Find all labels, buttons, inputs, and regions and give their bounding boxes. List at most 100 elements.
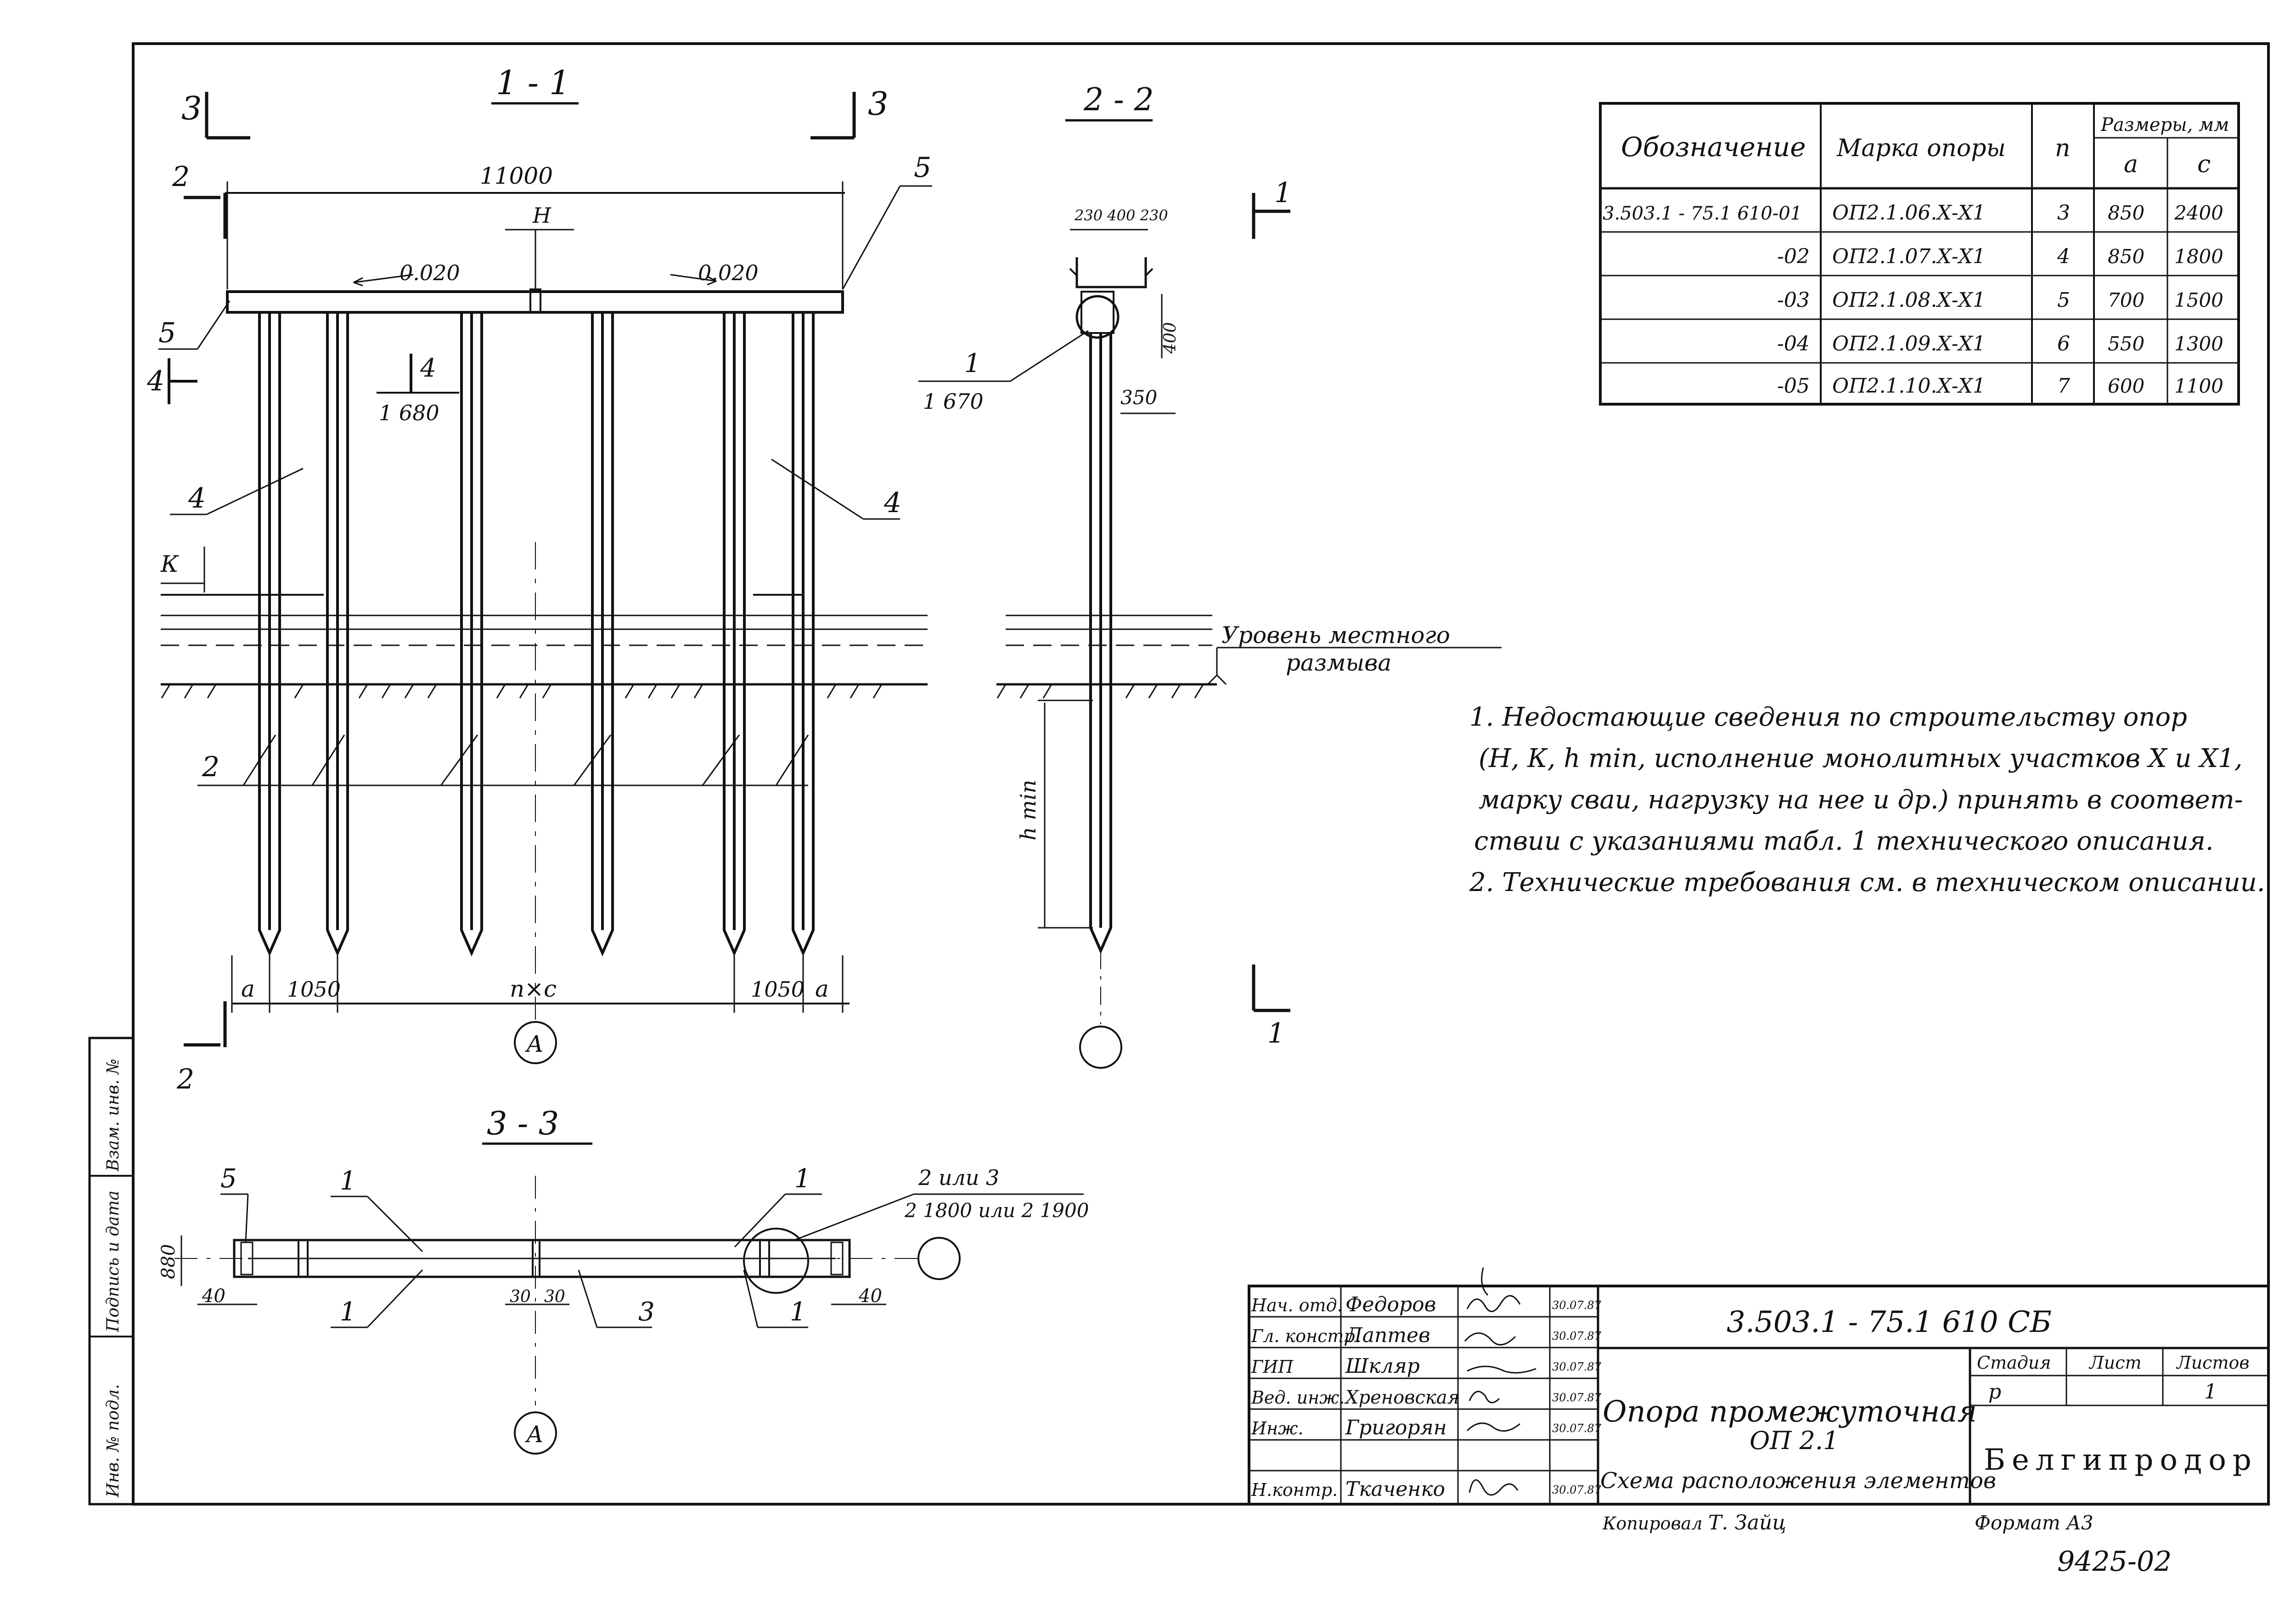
axis-a-marker <box>514 1021 557 1064</box>
callout-5-left: 5 <box>158 317 176 349</box>
section-2-2: 2 - 2 1 1 230 400 230 400 1 1 670 350 <box>918 82 1502 1069</box>
tb-name-5: Григорян <box>1345 1416 1447 1439</box>
callout-2: 2 <box>202 751 219 783</box>
dim-30-right: 30 <box>544 1287 565 1306</box>
tb-stage: р <box>1988 1380 2001 1404</box>
dim-400: 400 <box>1161 322 1180 354</box>
axis-a-label: А <box>525 1031 544 1057</box>
cut-2-top: 2 <box>172 161 190 193</box>
tb-role-1: Нач. отд. <box>1251 1295 1343 1315</box>
detail-1-num: 1 <box>964 349 981 378</box>
row-3-designation: -03 <box>1777 288 1810 312</box>
piles <box>258 312 815 957</box>
callout-4-left: 4 <box>188 482 206 514</box>
tb-date-7: 30.07.87 <box>1552 1484 1602 1496</box>
tb-stage-header: Стадия <box>1977 1353 2051 1373</box>
row-4-c: 1300 <box>2174 333 2223 355</box>
row-5-mark: ОП2.1.10.Х-Х1 <box>1832 374 1986 398</box>
tb-name-1: Федоров <box>1345 1293 1436 1316</box>
erosion-level-line2: размыва <box>1286 649 1391 676</box>
dim-30-left: 30 <box>510 1287 531 1306</box>
row-1-designation: 3.503.1 - 75.1 610-01 <box>1603 203 1802 224</box>
tb-date-5: 30.07.87 <box>1552 1422 1602 1435</box>
tb-name-4: Хреновская <box>1344 1387 1459 1408</box>
section-2-2-title: 2 - 2 <box>1083 82 1154 118</box>
row-1-c: 2400 <box>2174 202 2223 224</box>
tb-name-2: Лаптев <box>1345 1324 1430 1347</box>
dim-40-left: 40 <box>202 1286 225 1307</box>
tb-copied-label: Копировал <box>1602 1513 1702 1534</box>
row-2-c: 1800 <box>2174 245 2223 268</box>
side-stamp-replace: Взам. инв. № <box>104 1059 123 1172</box>
callout-1-top-right: 1 <box>794 1164 811 1194</box>
tb-role-5: Инж. <box>1251 1418 1303 1438</box>
tb-copied-name: Т. Зайц <box>1708 1511 1786 1534</box>
row-3-c: 1500 <box>2174 289 2223 311</box>
tb-role-4: Вед. инж. <box>1251 1388 1345 1408</box>
axis-marker-33 <box>917 1237 961 1280</box>
tb-role-7: Н.контр. <box>1251 1480 1338 1500</box>
tb-code: 3.503.1 - 75.1 610 СБ <box>1727 1305 2052 1339</box>
overall-span: 11000 <box>480 163 553 189</box>
note-2-or-3: 2 или 3 <box>918 1165 999 1190</box>
signature-scribbles <box>1464 1267 1536 1496</box>
row-4-n: 6 <box>2057 332 2070 355</box>
section-3-3: 3 - 3 А 880 40 40 30 30 5 1 1 3 <box>158 1105 1089 1455</box>
tb-company: Белгипродор <box>1984 1443 2258 1477</box>
row-2-designation: -02 <box>1777 245 1810 268</box>
row-1-a: 850 <box>2108 202 2144 224</box>
dim-nc: n×c <box>510 976 557 1002</box>
axis-marker-22 <box>1079 1026 1122 1069</box>
cut-1-bottom: 1 <box>1267 1017 1285 1049</box>
note-2-1800: 2 1800 или 2 1900 <box>904 1199 1089 1222</box>
axis-a-marker-33 <box>514 1411 557 1455</box>
cap-beam <box>226 290 844 314</box>
cut-1-top: 1 <box>1274 177 1292 209</box>
note-line-5: 2. Технические требования см. в техничес… <box>1469 868 2265 897</box>
erosion-level-line1: Уровень местного <box>1221 622 1450 649</box>
k-mark: К <box>160 551 179 577</box>
notes: 1. Недостающие сведения по строительству… <box>1469 702 2265 897</box>
callout-3: 3 <box>638 1297 655 1327</box>
cut-2-bottom: 2 <box>176 1063 194 1095</box>
tb-role-3: ГИП <box>1251 1357 1294 1377</box>
th-n: n <box>2055 135 2071 162</box>
section-1-1-title: 1 - 1 <box>496 63 570 102</box>
tb-format: Формат А3 <box>1975 1512 2093 1534</box>
slope-right: 0.020 <box>698 260 759 285</box>
spec-table: Обозначение Марка опоры n Размеры, мм а … <box>1599 102 2240 406</box>
dim-a-right: а <box>815 976 829 1002</box>
note-line-3: марку сваи, нагрузку на нее и др.) приня… <box>1479 785 2243 815</box>
title-block: Нач. отд. Федоров 30.07.87 Гл. констр. Л… <box>1248 1267 2270 1578</box>
dim-1050-right: 1050 <box>751 977 805 1002</box>
dim-40-right: 40 <box>858 1286 882 1307</box>
hmin-label: h min <box>1016 780 1041 840</box>
th-designation: Обозначение <box>1621 131 1806 163</box>
section-1-1: 1 - 1 3 3 2 2 4 4 1 680 11000 Н 0.020 0.… <box>146 63 932 1095</box>
tb-title-line3: Схема расположения элементов <box>1600 1468 1996 1494</box>
tb-sheets: 1 <box>2204 1380 2217 1404</box>
cut-3-right: 3 <box>868 85 889 123</box>
callout-5-right: 5 <box>914 152 931 184</box>
tb-doc-number: 9425-02 <box>2057 1546 2172 1578</box>
th-c: с <box>2197 151 2211 178</box>
dim-350: 350 <box>1120 386 1157 409</box>
row-5-n: 7 <box>2057 374 2070 398</box>
dims-top: 230 400 230 <box>1074 207 1168 224</box>
callout-1-bottom-right: 1 <box>790 1297 806 1327</box>
row-1-n: 3 <box>2057 201 2070 225</box>
tb-role-2: Гл. констр. <box>1251 1326 1361 1346</box>
side-stamp-frame <box>88 1037 135 1506</box>
tb-name-3: Шкляр <box>1345 1354 1420 1378</box>
tb-date-3: 30.07.87 <box>1552 1360 1602 1373</box>
row-1-mark: ОП2.1.06.Х-Х1 <box>1832 201 1986 225</box>
tb-date-4: 30.07.87 <box>1552 1391 1602 1404</box>
callout-5-33: 5 <box>220 1164 237 1194</box>
row-2-mark: ОП2.1.07.Х-Х1 <box>1832 245 1986 268</box>
slope-left: 0.020 <box>400 260 460 285</box>
row-3-n: 5 <box>2057 288 2070 312</box>
row-5-designation: -05 <box>1777 374 1810 398</box>
tb-title-line2: ОП 2.1 <box>1750 1426 1839 1455</box>
tb-sheet-header: Лист <box>2088 1353 2142 1373</box>
